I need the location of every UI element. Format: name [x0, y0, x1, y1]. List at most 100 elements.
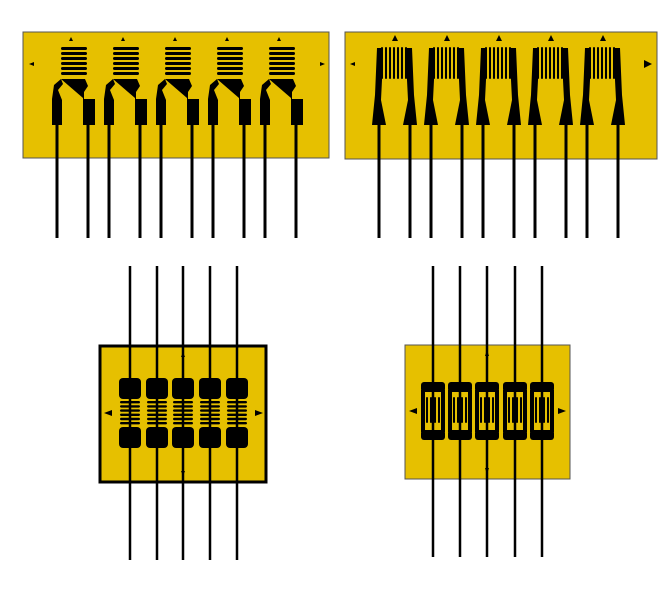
grid-line [480, 397, 482, 423]
grid-line [269, 62, 295, 65]
grid-line [434, 397, 436, 423]
grid-line [453, 397, 455, 423]
solder-pad [226, 427, 248, 448]
grid-line [512, 397, 514, 423]
gauge-chain-compact [404, 266, 571, 557]
grid-line [520, 397, 522, 423]
grid-line [61, 62, 87, 65]
grid-line [269, 47, 295, 50]
grid-line [147, 405, 167, 408]
grid-line [475, 390, 479, 432]
solder-pad [528, 48, 542, 125]
strain-gauge [475, 382, 499, 440]
grid-line [385, 47, 387, 79]
grid-line [120, 422, 140, 425]
strain-gauge [226, 378, 248, 448]
grid-line [501, 47, 503, 79]
linear-gauge-array-comb [22, 31, 330, 238]
grid-line [173, 413, 193, 416]
grid-line [200, 413, 220, 416]
alignment-mark-top [69, 37, 73, 41]
grid-line [217, 62, 243, 65]
grid-line [457, 397, 459, 423]
grid-line [441, 47, 443, 79]
solder-pad [226, 378, 248, 399]
alignment-mark-top [496, 35, 502, 41]
grid-line [549, 47, 551, 79]
grid-line [165, 62, 191, 65]
grid-line [543, 397, 545, 423]
alignment-mark-top [277, 37, 281, 41]
solder-pad [199, 427, 221, 448]
grid-line [147, 409, 167, 412]
grid-line [217, 67, 243, 70]
solder-pad [507, 48, 521, 125]
grid-line [147, 413, 167, 416]
grid-line [227, 401, 247, 404]
solder-pad [476, 48, 490, 125]
solder-pad [455, 48, 469, 125]
solder-pad [530, 382, 554, 392]
solder-pad [475, 382, 499, 392]
strain-gauge [372, 35, 417, 238]
strain-gauge [52, 37, 95, 238]
grid-line [227, 413, 247, 416]
grid-line [597, 47, 599, 79]
grid-line [227, 405, 247, 408]
grid-line [561, 47, 563, 79]
solder-pad [113, 79, 147, 125]
grid-line [200, 422, 220, 425]
grid-line [120, 413, 140, 416]
grid-line [492, 397, 494, 423]
grid-line [61, 57, 87, 60]
grid-line [147, 401, 167, 404]
strain-gauge [156, 37, 199, 238]
strain-gauge [421, 382, 445, 440]
alignment-mark-top [600, 35, 606, 41]
grid-line [530, 390, 534, 432]
grid-line [503, 390, 507, 432]
grid-line [165, 52, 191, 55]
strain-gauge [580, 35, 625, 238]
grid-line [217, 57, 243, 60]
solder-pad [208, 79, 219, 125]
alignment-mark-left [350, 62, 355, 66]
grid-line [147, 417, 167, 421]
solder-pad [530, 430, 554, 440]
strain-gauge [104, 37, 147, 238]
solder-pad [503, 430, 527, 440]
grid-line [200, 405, 220, 408]
grid-line [449, 47, 451, 79]
linear-gauge-array-fork [344, 31, 658, 238]
grid-line [217, 72, 243, 75]
grid-line [165, 47, 191, 50]
grid-line [516, 397, 518, 423]
grid-line [269, 67, 295, 70]
solder-pad [172, 378, 194, 399]
grid-line [269, 52, 295, 55]
grid-line [438, 397, 440, 423]
solder-pad [217, 79, 251, 125]
solder-pad [260, 79, 271, 125]
grid-line [217, 52, 243, 55]
solder-pad [156, 79, 167, 125]
solder-pad [52, 79, 63, 125]
grid-line [421, 390, 425, 432]
solder-pad [580, 48, 594, 125]
grid-line [389, 47, 391, 79]
grid-line [200, 409, 220, 412]
grid-line [405, 47, 407, 79]
grid-line [550, 390, 554, 432]
grid-line [493, 47, 495, 79]
grid-line [113, 52, 139, 55]
grid-line [269, 57, 295, 60]
alignment-mark-top [548, 35, 554, 41]
grid-line [488, 397, 490, 423]
alignment-mark-top [444, 35, 450, 41]
grid-line [448, 390, 452, 432]
grid-line [509, 47, 511, 79]
grid-line [165, 57, 191, 60]
grid-line [445, 47, 447, 79]
grid-line [547, 397, 549, 423]
